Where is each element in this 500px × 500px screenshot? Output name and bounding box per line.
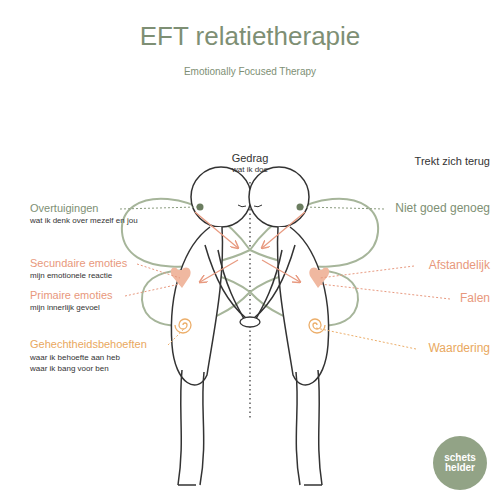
label: Overtuigingen bbox=[30, 202, 99, 215]
label: Gehechtheidsbehoeften bbox=[30, 338, 147, 351]
label: Waardering bbox=[428, 342, 490, 356]
label: Afstandelijk bbox=[429, 259, 490, 273]
label: mijn emotionele reactie bbox=[30, 271, 112, 280]
figure bbox=[122, 167, 251, 485]
label: wat ik doe bbox=[232, 165, 268, 174]
behavior-axis bbox=[249, 182, 250, 420]
logo-text: schets helder bbox=[440, 453, 481, 474]
title: EFT relatietherapie bbox=[140, 22, 361, 52]
label: Emotionally Focused Therapy bbox=[184, 66, 316, 78]
label: Niet goed genoeg bbox=[395, 202, 490, 216]
leader-lines bbox=[120, 207, 450, 349]
label: Trekt zich terug bbox=[415, 155, 490, 168]
label: waar ik bang voor ben bbox=[30, 364, 109, 373]
logo-circle: schets helder bbox=[433, 436, 487, 490]
cycle-arrows bbox=[195, 212, 305, 282]
label: Primaire emoties bbox=[30, 289, 113, 302]
label: Falen bbox=[460, 292, 490, 306]
label: mijn innerlijk gevoel bbox=[30, 303, 100, 312]
label: waar ik behoefte aan heb bbox=[30, 353, 120, 362]
label: Secundaire emoties bbox=[30, 257, 127, 270]
label: Gedrag bbox=[232, 152, 269, 165]
label: wat ik denk over mezelf en jou bbox=[30, 216, 138, 225]
